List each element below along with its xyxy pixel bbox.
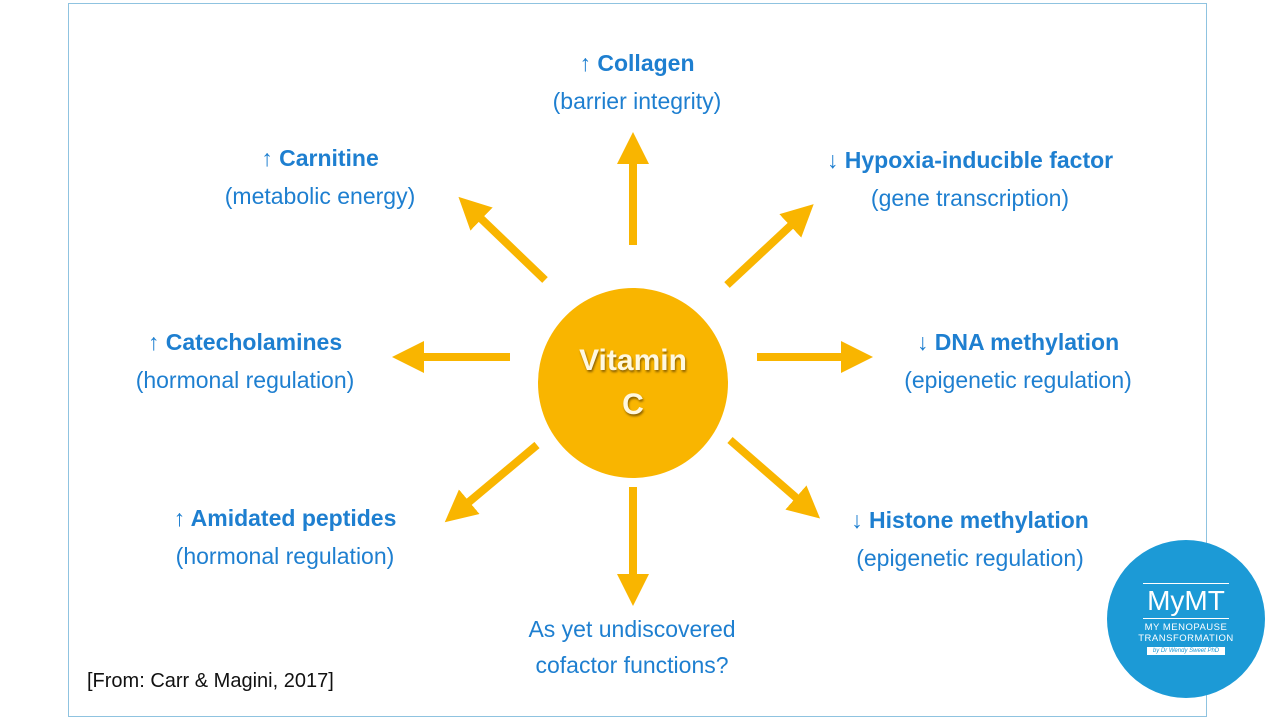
logo-tagline1: MY MENOPAUSE bbox=[1144, 622, 1228, 633]
arrow-up-right bbox=[724, 204, 814, 288]
arrow-down-left bbox=[444, 441, 540, 523]
label-sub: (gene transcription) bbox=[870, 185, 1070, 211]
label-dna-methylation: ↓ DNA methylation (epigenetic regulation) bbox=[904, 323, 1132, 399]
label-sub: (hormonal regulation) bbox=[175, 543, 395, 569]
label-title: ↓ Hypoxia-inducible factor bbox=[826, 147, 1114, 173]
label-title: ↓ DNA methylation bbox=[916, 329, 1120, 355]
logo-name: MyMT bbox=[1143, 583, 1229, 619]
center-line2: C bbox=[622, 388, 644, 421]
label-title: ↑ Carnitine bbox=[261, 145, 379, 171]
slide-frame bbox=[68, 3, 1207, 717]
label-sub: (epigenetic regulation) bbox=[904, 367, 1132, 393]
label-title: ↓ Histone methylation bbox=[851, 507, 1089, 533]
label-sub: (metabolic energy) bbox=[224, 183, 416, 209]
mymt-logo: MyMT MY MENOPAUSE TRANSFORMATION by Dr W… bbox=[1107, 540, 1265, 698]
label-title: As yet undiscovered bbox=[528, 616, 736, 642]
label-sub: (hormonal regulation) bbox=[135, 367, 355, 393]
label-catecholamines: ↑ Catecholamines (hormonal regulation) bbox=[136, 323, 355, 399]
label-hypoxia: ↓ Hypoxia-inducible factor (gene transcri… bbox=[827, 141, 1113, 217]
label-sub: (barrier integrity) bbox=[552, 88, 722, 114]
label-sub: (epigenetic regulation) bbox=[856, 545, 1084, 571]
vitamin-c-circle: Vitamin C bbox=[538, 288, 728, 478]
label-title: ↑ Catecholamines bbox=[147, 329, 343, 355]
label-title: ↑ Collagen bbox=[579, 50, 695, 76]
arrow-up-left bbox=[458, 196, 548, 283]
center-line1: Vitamin bbox=[579, 344, 687, 377]
label-histone-methylation: ↓ Histone methylation (epigenetic regulat… bbox=[851, 501, 1089, 577]
label-sub: cofactor functions? bbox=[535, 652, 729, 678]
logo-by: by Dr Wendy Sweet PhD bbox=[1146, 647, 1226, 655]
label-undiscovered: As yet undiscovered cofactor functions? bbox=[528, 611, 735, 683]
label-collagen: ↑ Collagen (barrier integrity) bbox=[553, 44, 722, 120]
citation: [From: Carr & Magini, 2017] bbox=[87, 670, 334, 692]
logo-tagline2: TRANSFORMATION bbox=[1138, 633, 1234, 644]
arrow-down-right bbox=[727, 436, 821, 519]
label-carnitine: ↑ Carnitine (metabolic energy) bbox=[225, 139, 415, 215]
label-title: ↑ Amidated peptides bbox=[173, 505, 397, 531]
label-amidated-peptides: ↑ Amidated peptides (hormonal regulation) bbox=[174, 499, 397, 575]
